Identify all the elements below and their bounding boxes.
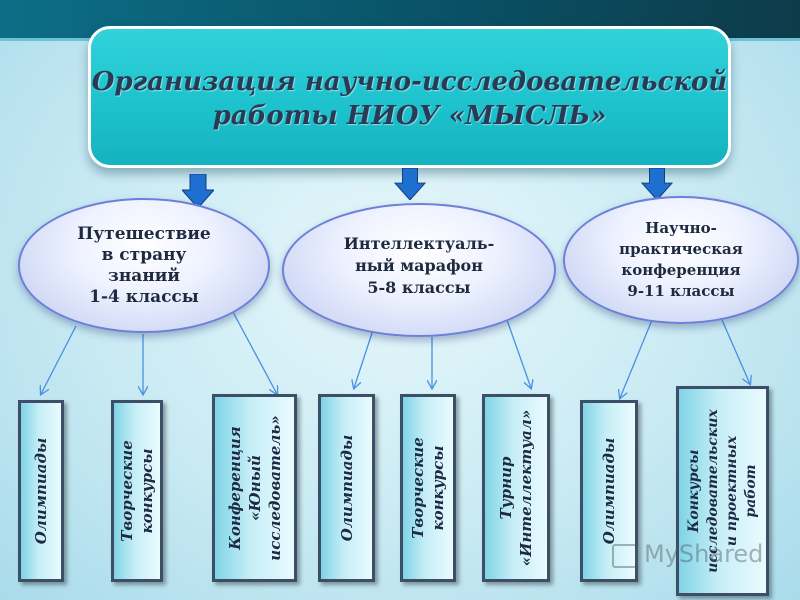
box-label: Олимпиады bbox=[600, 437, 618, 545]
box-label: Олимпиады bbox=[337, 434, 356, 542]
down-arrow-icon bbox=[182, 174, 214, 208]
ellipse-label: Интеллектуаль- ный марафон 5-8 классы bbox=[343, 234, 495, 297]
presentation-icon bbox=[612, 544, 638, 568]
box-label: Конференция «Юный исследователь» bbox=[225, 415, 284, 561]
connector-arrow bbox=[506, 319, 531, 388]
ellipse-label: Научно- практическая конференция 9-11 кл… bbox=[619, 219, 743, 300]
down-arrow-icon bbox=[641, 168, 673, 200]
box-creative-contests: Творческие конкурсы bbox=[111, 400, 163, 582]
down-arrow-icon bbox=[394, 168, 426, 200]
box-olympiads: Олимпиады bbox=[18, 400, 64, 582]
title-box: Организация научно-исследовательской раб… bbox=[88, 26, 731, 168]
box-olympiads: Олимпиады bbox=[580, 400, 638, 582]
connector-arrow bbox=[354, 329, 374, 388]
box-young-researcher-conference: Конференция «Юный исследователь» bbox=[212, 394, 297, 582]
watermark: MyShared bbox=[612, 540, 792, 574]
connector-arrow bbox=[620, 319, 653, 398]
box-label: Олимпиады bbox=[32, 437, 50, 545]
connector-arrow bbox=[721, 319, 750, 384]
box-creative-contests: Творческие конкурсы bbox=[400, 394, 456, 582]
box-label: Турнир «Интеллектуал» bbox=[497, 409, 535, 567]
box-intellectual-tournament: Турнир «Интеллектуал» bbox=[482, 394, 550, 582]
ellipse-grades-1-4: Путешествие в страну знаний 1-4 классы bbox=[18, 198, 270, 333]
box-label: Творческие конкурсы bbox=[409, 437, 447, 539]
diagram-title: Организация научно-исследовательской раб… bbox=[91, 67, 728, 131]
ellipse-grades-5-8: Интеллектуаль- ный марафон 5-8 классы bbox=[282, 203, 556, 337]
box-olympiads: Олимпиады bbox=[318, 394, 375, 582]
connector-arrow bbox=[232, 311, 277, 394]
watermark-text: MyShared bbox=[644, 540, 764, 568]
ellipse-label: Путешествие в страну знаний 1-4 классы bbox=[77, 224, 211, 307]
connector-arrow bbox=[41, 325, 77, 394]
box-research-project-contests: Конкурсы исследовательских и проектных р… bbox=[676, 386, 769, 596]
box-label: Творческие конкурсы bbox=[118, 440, 156, 542]
ellipse-grades-9-11: Научно- практическая конференция 9-11 кл… bbox=[563, 196, 799, 324]
